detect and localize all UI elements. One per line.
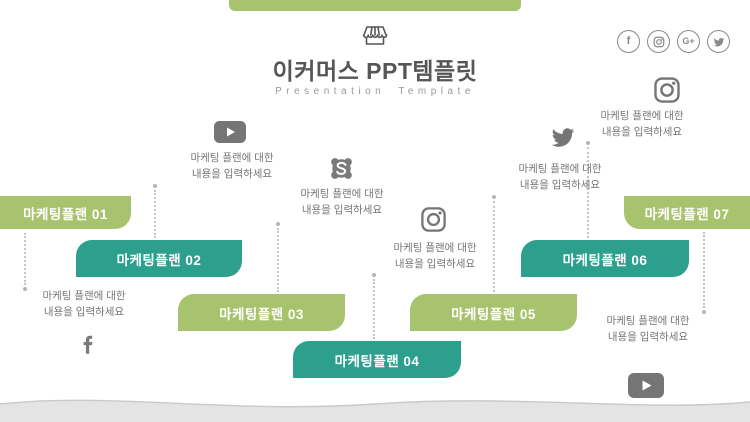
description-line: 마케팅 플랜에 대한 (600, 110, 684, 122)
instagram-icon (647, 30, 670, 53)
twitter-icon (548, 124, 578, 150)
slide-subtitle: Presentation Template (275, 86, 475, 97)
connector-dot-6 (586, 141, 590, 145)
plan-step-6: 마케팅플랜 06 (521, 240, 689, 277)
plan-1-description: 마케팅 플랜에 대한 내용을 입력하세요 (28, 288, 140, 320)
plan-step-3: 마케팅플랜 03 (178, 294, 345, 331)
connector-dot-5 (492, 195, 496, 199)
plan-step-1: 마케팅플랜 01 (0, 196, 131, 229)
description-line: 내용을 입력하세요 (43, 306, 125, 318)
connector-line-3 (277, 228, 279, 292)
plan-2-description: 마케팅 플랜에 대한 내용을 입력하세요 (176, 150, 288, 182)
connector-line-4 (373, 279, 375, 339)
plan-step-5: 마케팅플랜 05 (410, 294, 577, 331)
plan-5-description: 마케팅 플랜에 대한 내용을 입력하세요 (504, 161, 616, 193)
plan-step-2: 마케팅플랜 02 (76, 240, 242, 277)
connector-line-2 (154, 190, 156, 238)
connector-dot-3 (276, 222, 280, 226)
bottom-wave-decoration (0, 399, 750, 422)
description-line: 마케팅 플랜에 대한 (393, 242, 477, 254)
instagram-icon (419, 205, 448, 234)
description-line: 내용을 입력하세요 (301, 204, 383, 216)
plan-4-description: 마케팅 플랜에 대한 내용을 입력하세요 (379, 240, 491, 272)
connector-line-6 (587, 147, 589, 238)
slide-title: 이커머스 PPT템플릿 (272, 58, 478, 84)
description-line: 마케팅 플랜에 대한 (518, 163, 602, 175)
youtube-icon (214, 121, 246, 143)
connector-line-1 (24, 233, 26, 285)
plan-step-7: 마케팅플랜 07 (624, 196, 750, 229)
connector-line-7 (703, 232, 705, 308)
description-line: 내용을 입력하세요 (191, 168, 273, 180)
instagram-icon (652, 75, 682, 105)
top-accent-bar (229, 0, 521, 11)
youtube-icon (628, 373, 664, 398)
connector-dot-1 (23, 287, 27, 291)
description-line: 마케팅 플랜에 대한 (606, 315, 690, 327)
facebook-icon (78, 332, 102, 358)
skype-icon (328, 155, 355, 182)
plan-7-description: 마케팅 플랜에 대한 내용을 입력하세요 (592, 313, 704, 345)
description-line: 마케팅 플랜에 대한 (190, 152, 274, 164)
connector-dot-4 (372, 273, 376, 277)
twitter-icon (707, 30, 730, 53)
description-line: 내용을 입력하세요 (394, 258, 476, 270)
plan-3-description: 마케팅 플랜에 대한 내용을 입력하세요 (286, 186, 398, 218)
description-line: 내용을 입력하세요 (601, 126, 683, 138)
social-icons-row: f G+ (617, 30, 730, 53)
plan-6-description: 마케팅 플랜에 대한 내용을 입력하세요 (586, 108, 698, 140)
google-plus-icon: G+ (677, 30, 700, 53)
connector-dot-2 (153, 184, 157, 188)
description-line: 마케팅 플랜에 대한 (42, 290, 126, 302)
storefront-icon (360, 22, 390, 48)
description-line: 내용을 입력하세요 (519, 179, 601, 191)
description-line: 내용을 입력하세요 (607, 331, 689, 343)
facebook-icon: f (617, 30, 640, 53)
description-line: 마케팅 플랜에 대한 (300, 188, 384, 200)
connector-line-5 (493, 201, 495, 292)
connector-dot-7 (702, 310, 706, 314)
plan-step-4: 마케팅플랜 04 (293, 341, 461, 378)
